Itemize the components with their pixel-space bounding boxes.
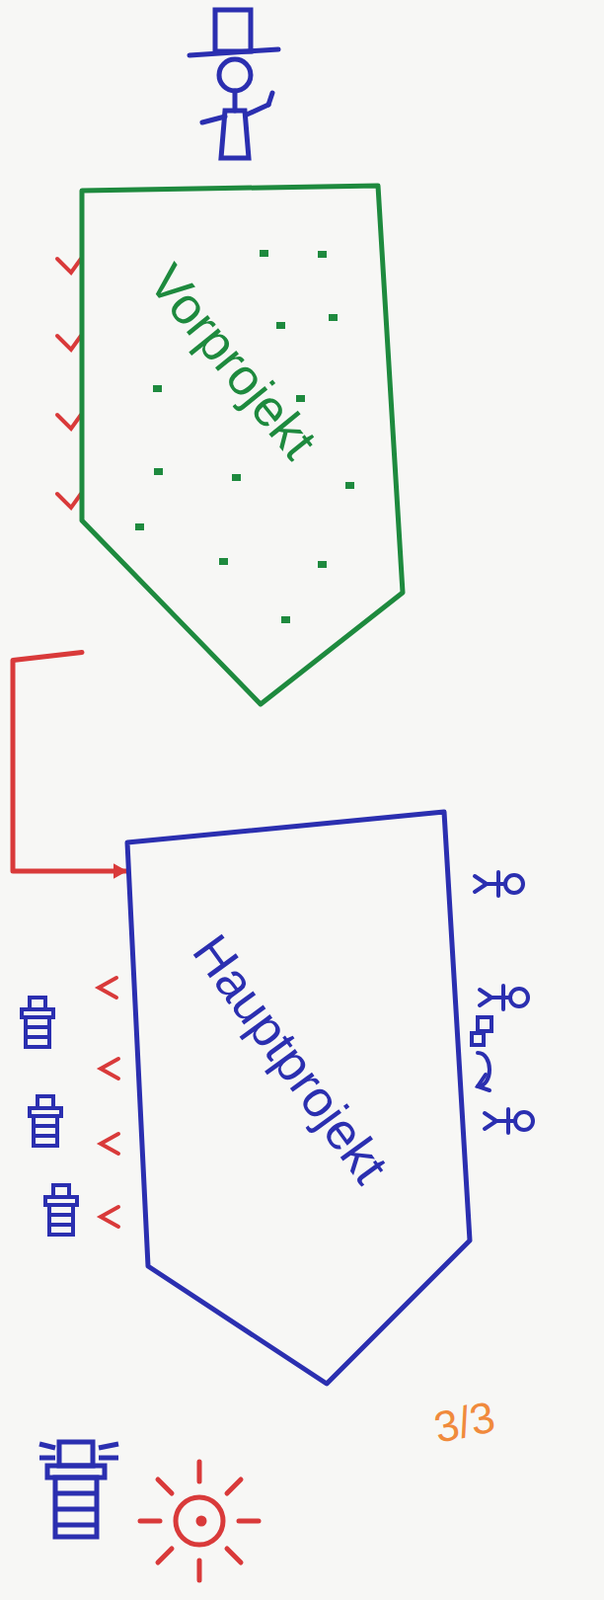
phase-shape: Hauptprojekt	[127, 811, 470, 1383]
phase-title: Hauptprojekt	[183, 924, 396, 1191]
red-ticks	[57, 258, 119, 1226]
green-dots	[135, 249, 355, 623]
lighthouse	[39, 1440, 119, 1536]
shape-outline	[81, 185, 403, 704]
stick-figures	[471, 871, 533, 1133]
flow-connector	[12, 652, 128, 879]
sun	[140, 1460, 259, 1580]
small-towers	[21, 996, 77, 1234]
man-with-hat	[189, 9, 279, 158]
phase-title: Vorprojekt	[140, 255, 326, 468]
page-number: 3/3	[430, 1393, 499, 1449]
phase-shape: Vorprojekt	[81, 185, 403, 704]
